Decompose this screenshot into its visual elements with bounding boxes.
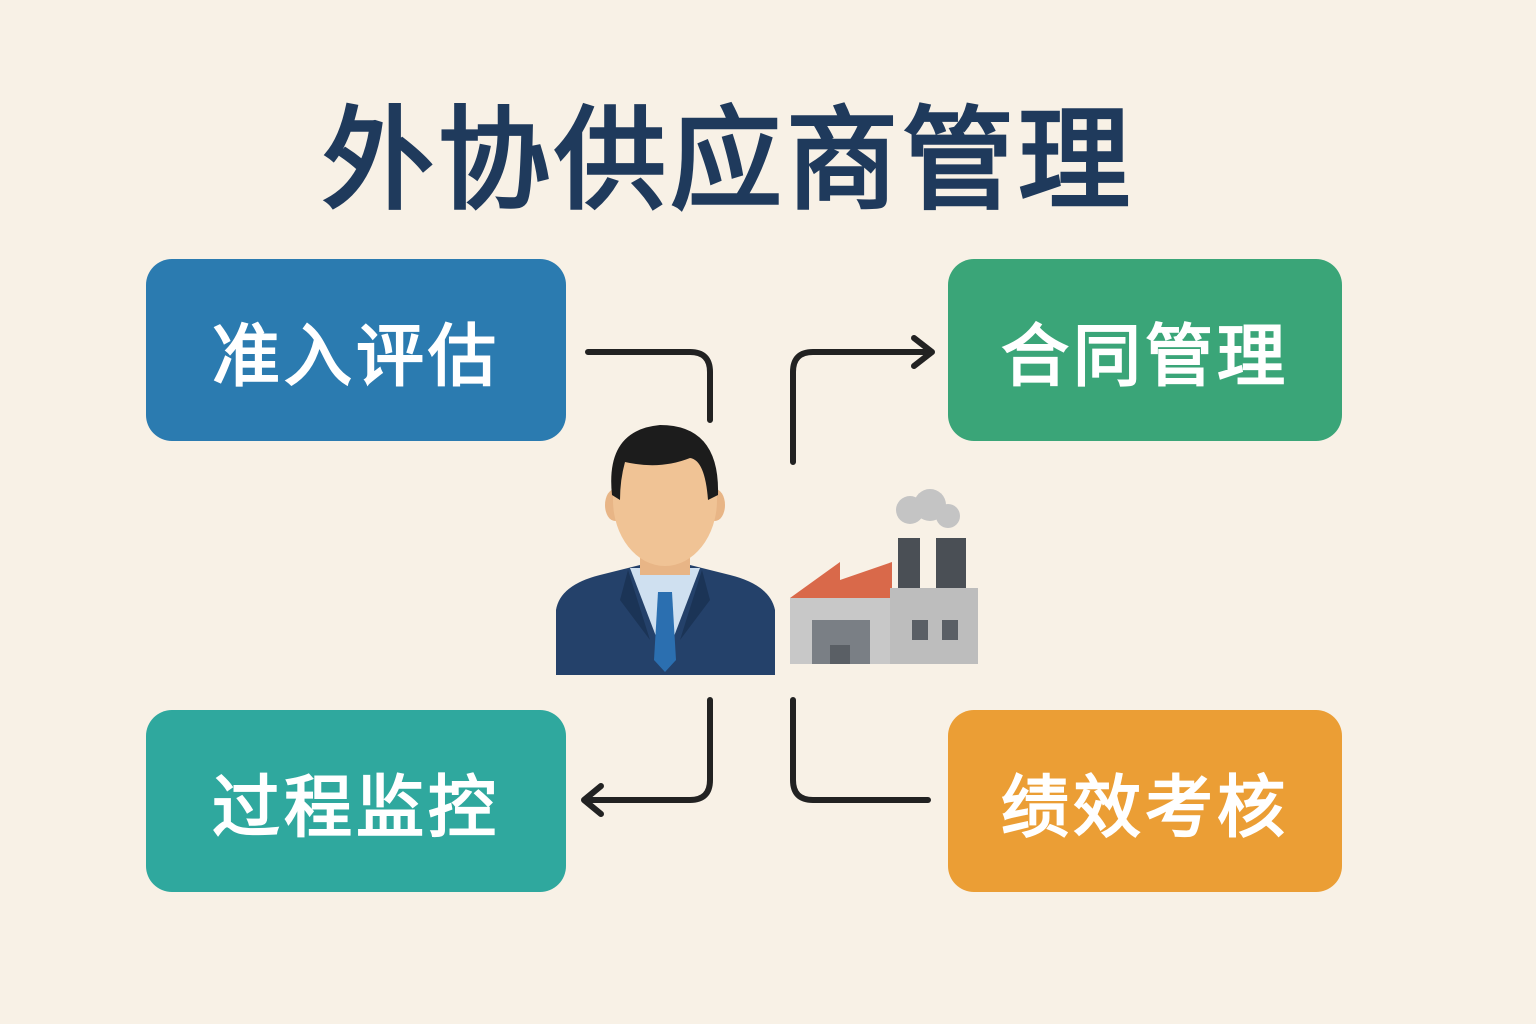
step-performance-evaluation: 绩效考核 [948,710,1342,892]
connector-performance [790,697,931,803]
page-title: 外协供应商管理 [322,96,1134,226]
step-admission-evaluation: 准入评估 [146,259,566,441]
connector-monitoring [582,697,713,803]
connector-admission [585,349,713,423]
step-process-monitoring: 过程监控 [146,710,566,892]
arrowhead-monitoring [581,783,604,817]
arrowhead-contract [911,335,935,369]
step-contract-management: 合同管理 [948,259,1342,441]
connector-contract [790,349,933,465]
